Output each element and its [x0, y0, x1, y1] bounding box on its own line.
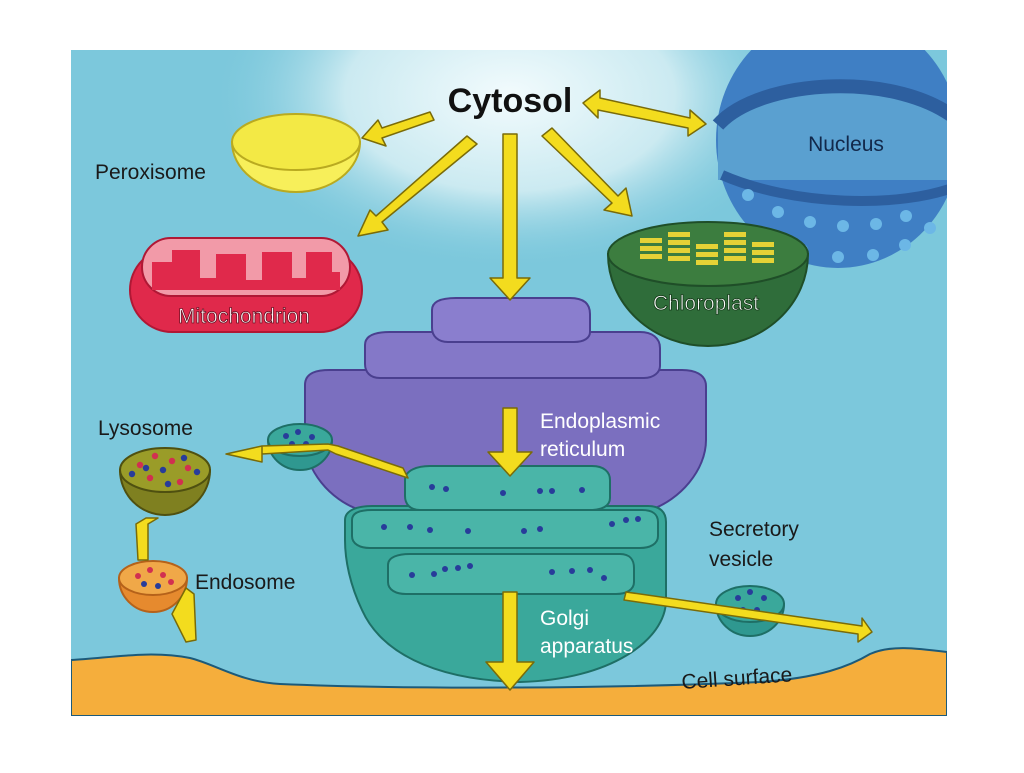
cell-surface-membrane [71, 647, 947, 716]
label-nucleus: Nucleus [808, 133, 884, 156]
arrow-cytosol-to-er [489, 133, 531, 301]
labels: Cytosol Peroxisome Nucleus Mitochondrion… [95, 82, 884, 694]
label-secretory-line1: Secretory [709, 518, 799, 541]
label-er-line1: Endoplasmic [540, 410, 660, 433]
endosome [117, 560, 189, 613]
arrow-cytosol-to-chloroplast [541, 127, 633, 217]
lysosome [118, 447, 212, 516]
chloroplast [606, 221, 810, 347]
label-peroxisome: Peroxisome [95, 161, 206, 184]
arrow-endosome-to-lysosome [135, 517, 159, 561]
arrow-golgi-to-secretory [623, 591, 873, 643]
arrow-vesicle-to-lysosome [225, 443, 409, 479]
arrows [135, 89, 873, 691]
mitochondrion [129, 237, 363, 333]
arrow-er-to-golgi [487, 407, 533, 477]
label-cytosol: Cytosol [448, 82, 573, 120]
arrow-cytosol-to-mitochondrion [357, 135, 478, 237]
arrow-endosome-loop [171, 587, 197, 643]
label-mitochondrion: Mitochondrion [178, 305, 310, 328]
label-golgi-line2: apparatus [540, 635, 633, 658]
arrow-cytosol-nucleus-double [582, 89, 707, 137]
arrow-golgi-to-surface [485, 591, 535, 691]
label-lysosome: Lysosome [98, 417, 193, 440]
label-secretory-line2: vesicle [709, 548, 773, 571]
arrow-cytosol-to-peroxisome [361, 111, 435, 147]
peroxisome [230, 113, 362, 193]
label-er-line2: reticulum [540, 438, 625, 461]
label-chloroplast: Chloroplast [653, 292, 759, 315]
label-endosome: Endosome [195, 571, 295, 594]
label-golgi-line1: Golgi [540, 607, 589, 630]
